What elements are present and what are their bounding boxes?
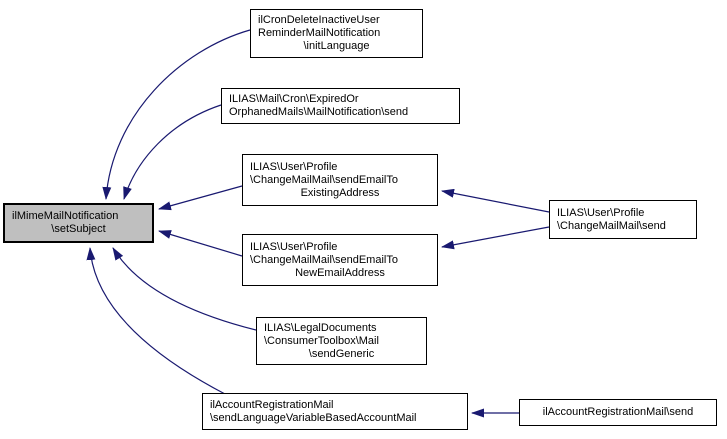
node-send-language-variable-based-account-mail[interactable]: ilAccountRegistrationMail \sendLanguageV… (202, 393, 468, 430)
edge-send-generic-to-set-subject (112, 247, 257, 331)
node-label-line: ilAccountRegistrationMail (210, 398, 334, 411)
edge-expired-or-orphaned-mails-send-to-set-subject (123, 104, 222, 200)
node-label-line: NewEmailAddress (295, 266, 385, 279)
node-label-line: ilAccountRegistrationMail\send (542, 406, 694, 418)
node-label-line: \ChangeMailMail\sendEmailTo (250, 253, 398, 266)
node-send-generic[interactable]: ILIAS\LegalDocuments \ConsumerToolbox\Ma… (256, 317, 427, 365)
edge-change-mail-mail-send-to-send-email-to-new-email-address (441, 226, 550, 250)
node-label-line: \ConsumerToolbox\Mail (264, 334, 379, 347)
node-label-line: \ChangeMailMail\send (557, 219, 666, 232)
edge-send-language-variable-based-account-mail-to-set-subject (86, 247, 226, 395)
node-label-line: \ChangeMailMail\sendEmailTo (250, 173, 398, 186)
node-set-subject: ilMimeMailNotification \setSubject (3, 203, 154, 243)
node-label-line: \sendGeneric (308, 347, 375, 360)
node-account-registration-mail-send[interactable]: ilAccountRegistrationMail\send (519, 399, 717, 426)
edge-send-email-to-existing-address-to-set-subject (158, 185, 243, 211)
edge-init-language-to-set-subject (102, 29, 251, 200)
node-label-line: ReminderMailNotification (258, 27, 381, 39)
edge-send-email-to-new-email-address-to-set-subject (158, 230, 243, 257)
node-label-line: \sendLanguageVariableBasedAccountMail (210, 411, 417, 424)
node-label-line: OrphanedMails\MailNotification\send (229, 106, 409, 118)
node-label-line: \setSubject (51, 223, 106, 235)
node-label-line: ExistingAddress (300, 186, 380, 199)
node-send-email-to-new-email-address[interactable]: ILIAS\User\Profile \ChangeMailMail\sendE… (242, 234, 438, 286)
node-label-line: ILIAS\LegalDocuments (264, 321, 377, 334)
node-label-line: \initLanguage (303, 40, 370, 52)
edge-change-mail-mail-send-to-send-email-to-existing-address (441, 188, 550, 213)
node-expired-or-orphaned-mails-send[interactable]: ILIAS\Mail\Cron\ExpiredOr OrphanedMails\… (221, 88, 460, 124)
node-send-email-to-existing-address[interactable]: ILIAS\User\Profile \ChangeMailMail\sendE… (242, 154, 438, 206)
node-label-line: ILIAS\User\Profile (557, 206, 645, 219)
node-label-line: ILIAS\User\Profile (250, 240, 338, 253)
node-label-line: ilMimeMailNotification (12, 210, 119, 222)
node-label-line: ILIAS\User\Profile (250, 160, 338, 173)
node-init-language[interactable]: ilCronDeleteInactiveUser ReminderMailNot… (250, 9, 423, 58)
node-label-line: ILIAS\Mail\Cron\ExpiredOr (229, 93, 359, 105)
node-change-mail-mail-send[interactable]: ILIAS\User\Profile \ChangeMailMail\send (549, 200, 697, 239)
node-label-line: ilCronDeleteInactiveUser (258, 14, 380, 26)
